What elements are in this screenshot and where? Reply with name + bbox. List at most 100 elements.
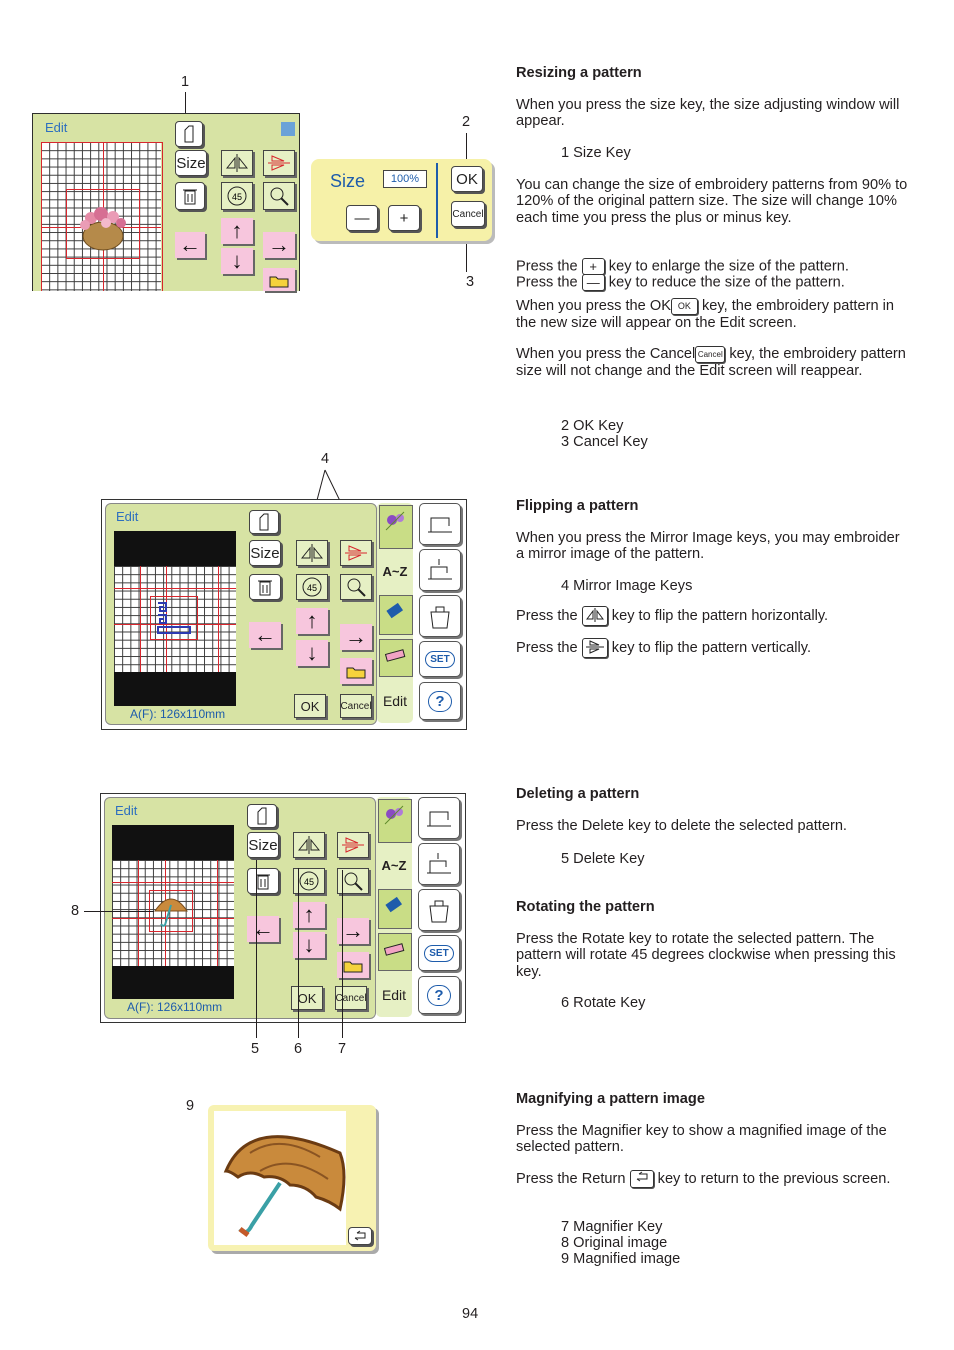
ok-key[interactable]: OK (451, 166, 483, 192)
folder-key[interactable] (340, 658, 372, 684)
magnifying-p1: Press the Magnifier key to show a magnif… (516, 1123, 887, 1156)
size-window: Size 100% — + OK Cancel (311, 159, 492, 241)
callout-1: 1 (181, 74, 190, 90)
arrow-down-key[interactable]: ↓ (221, 248, 253, 274)
help-button[interactable]: ? (419, 682, 461, 720)
arrow-up-key[interactable]: ↑ (221, 218, 253, 244)
arrow-left-key[interactable]: ← (249, 622, 281, 648)
cancel-key[interactable]: Cancel (335, 986, 367, 1010)
magnifying-item9: 9 Magnified image (561, 1251, 681, 1267)
flipping-p1: When you press the Mirror Image keys, yo… (516, 530, 900, 563)
greek-key-pattern (157, 602, 191, 634)
page-number: 94 (462, 1306, 479, 1322)
magnifying-item7: 7 Magnifier Key (561, 1219, 663, 1235)
eraser-tab[interactable] (379, 595, 413, 635)
resizing-p3a: Press the + key to enlarge the size of t… (516, 258, 849, 275)
flipping-item4: 4 Mirror Image Keys (561, 578, 693, 594)
minus-key-icon: — (581, 274, 605, 291)
status-text: A(F): 126x110mm (130, 707, 226, 721)
tab-column: A~Z Edit (377, 503, 413, 723)
size-percent: 100% (383, 170, 427, 188)
embroidery-machine-icon[interactable] (419, 549, 461, 591)
minus-key[interactable]: — (346, 205, 378, 231)
rotating-item6: 6 Rotate Key (561, 995, 646, 1011)
cancel-key[interactable]: Cancel (451, 201, 485, 227)
mirror-vertical-key[interactable] (337, 832, 369, 858)
tab-az[interactable]: A~Z (381, 857, 407, 873)
arrow-left-key[interactable]: ← (175, 232, 205, 258)
pen-tab[interactable] (378, 933, 412, 971)
arrow-up-key[interactable]: ↑ (296, 608, 328, 634)
plus-key-icon: + (581, 258, 605, 275)
heading-resizing: Resizing a pattern (516, 65, 642, 81)
arrow-right-key[interactable]: → (263, 232, 295, 258)
resizing-p3b: Press the — key to reduce the size of th… (516, 274, 845, 291)
umbrella-magnified-image (223, 1135, 346, 1237)
delete-key[interactable] (249, 574, 281, 600)
resizing-item1: 1 Size Key (561, 145, 631, 161)
speaker-icon[interactable] (281, 122, 295, 136)
ok-key[interactable]: OK (294, 694, 326, 718)
heading-rotating: Rotating the pattern (516, 899, 655, 915)
layout-key[interactable] (249, 510, 279, 534)
set-button[interactable]: SET (418, 935, 460, 971)
return-key[interactable] (348, 1227, 372, 1245)
magnifier-key[interactable] (263, 182, 295, 210)
deleting-item5: 5 Delete Key (561, 851, 645, 867)
heading-flipping: Flipping a pattern (516, 498, 639, 514)
screen-label: Edit (45, 120, 68, 135)
size-key[interactable]: Size (175, 150, 207, 176)
folder-key[interactable] (263, 268, 295, 291)
arrow-right-key[interactable]: → (340, 624, 372, 650)
sewing-machine-icon[interactable] (419, 503, 461, 545)
arrow-right-key[interactable]: → (337, 918, 369, 944)
mirror-horizontal-key[interactable] (296, 540, 328, 566)
mirror-horizontal-icon (581, 606, 608, 626)
magnifier-key[interactable] (340, 574, 372, 600)
tab-az[interactable]: A~Z (382, 563, 408, 579)
sewing-machine-icon[interactable] (418, 797, 460, 839)
mirror-horizontal-key[interactable] (221, 150, 253, 176)
tab-edit[interactable]: Edit (381, 987, 407, 1003)
pattern-grid (114, 566, 236, 672)
eraser-tab[interactable] (378, 889, 412, 929)
status-text: A(F): 126x110mm (127, 1000, 223, 1014)
tab-edit[interactable]: Edit (382, 693, 408, 709)
callout-2: 2 (462, 114, 471, 130)
mirror-vertical-icon (581, 638, 608, 658)
pen-tab[interactable] (379, 639, 413, 677)
help-button[interactable]: ? (418, 976, 460, 1014)
arrow-left-key[interactable]: ← (247, 916, 279, 942)
tab-pattern[interactable] (378, 799, 412, 843)
rotating-p1: Press the Rotate key to rotate the selec… (516, 931, 896, 980)
cancel-key-icon: Cancel (695, 346, 726, 363)
mirror-vertical-key[interactable] (340, 540, 372, 566)
size-window-title: Size (330, 171, 366, 191)
ok-key[interactable]: OK (291, 986, 323, 1010)
rotate-key[interactable]: 45 (296, 574, 328, 600)
cancel-key[interactable]: Cancel (340, 694, 372, 718)
rotate-key[interactable]: 45 (221, 182, 253, 210)
magnifying-p2: Press the Return key to return to the pr… (516, 1170, 891, 1188)
magnified-window (208, 1105, 376, 1251)
size-key[interactable]: Size (247, 832, 279, 858)
plus-key[interactable]: + (388, 205, 420, 231)
bag-icon[interactable] (419, 595, 461, 637)
resizing-p1: When you press the size key, the size ad… (516, 97, 900, 130)
tab-pattern[interactable] (379, 505, 413, 549)
delete-key[interactable] (175, 182, 205, 210)
layout-key[interactable] (175, 121, 203, 147)
mirror-vertical-key[interactable] (263, 150, 295, 176)
layout-key[interactable] (247, 804, 277, 828)
mirror-horizontal-key[interactable] (293, 832, 325, 858)
embroidery-machine-icon[interactable] (418, 843, 460, 885)
set-button[interactable]: SET (419, 641, 461, 677)
arrow-down-key[interactable]: ↓ (296, 640, 328, 666)
size-key[interactable]: Size (249, 540, 281, 566)
return-key-icon (629, 1170, 654, 1188)
bag-icon[interactable] (418, 889, 460, 931)
delete-key[interactable] (247, 868, 279, 894)
flower-basket-pattern (80, 207, 126, 251)
flipping-p2: Press the key to flip the pattern horizo… (516, 606, 911, 626)
